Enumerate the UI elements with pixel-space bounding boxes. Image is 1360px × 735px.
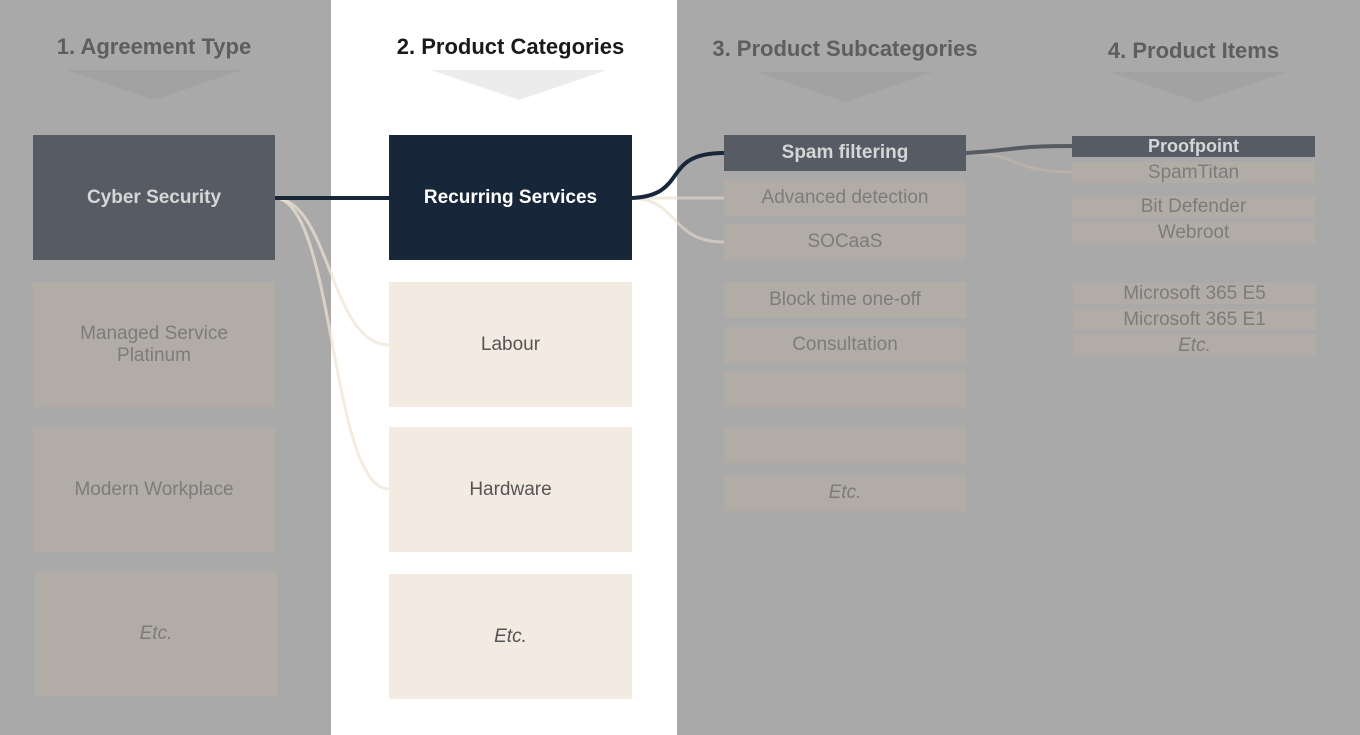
- item-proofpoint-label: Proofpoint: [1148, 136, 1239, 156]
- subcategory-advanced-detection[interactable]: Advanced detection: [724, 180, 966, 216]
- category-labour-label: Labour: [480, 333, 541, 355]
- subcategory-consultation-label: Consultation: [792, 334, 898, 355]
- heading-product-items: 4. Product Items: [1107, 38, 1280, 63]
- agreement-modern-workplace-label: Modern Workplace: [74, 478, 234, 500]
- category-recurring-services-label: Recurring Services: [423, 186, 598, 208]
- item-webroot-label: Webroot: [1157, 221, 1230, 243]
- arrow-product-categories: [431, 70, 607, 100]
- category-etc[interactable]: Etc.: [389, 574, 632, 699]
- category-labour[interactable]: Labour: [389, 282, 632, 407]
- item-bit-defender-label: Bit Defender: [1140, 195, 1247, 217]
- agreement-etc[interactable]: Etc.: [35, 571, 277, 696]
- arrow-agreement-type: [66, 70, 242, 100]
- subcategory-spam-filtering-label: Spam filtering: [781, 142, 909, 163]
- category-hardware-label: Hardware: [469, 478, 552, 500]
- connector-cyber-to-hardware: [274, 196, 390, 491]
- category-etc-label: Etc.: [494, 625, 527, 647]
- subcategory-empty-1[interactable]: [724, 371, 966, 407]
- subcategory-socaas[interactable]: SOCaaS: [724, 224, 966, 260]
- item-proofpoint[interactable]: Proofpoint: [1072, 136, 1315, 157]
- heading-product-subcategories: 3. Product Subcategories: [712, 36, 978, 61]
- arrow-product-subcategories: [757, 72, 933, 102]
- subcategory-block-time-label: Block time one-off: [769, 289, 921, 310]
- item-spamtitan[interactable]: SpamTitan: [1072, 162, 1315, 183]
- agreement-managed-service-platinum[interactable]: Managed Service Platinum: [33, 282, 275, 407]
- heading-product-categories: 2. Product Categories: [396, 34, 625, 59]
- item-etc-label: Etc.: [1178, 334, 1211, 356]
- item-microsoft-365-e1[interactable]: Microsoft 365 E1: [1073, 309, 1316, 330]
- agreement-cyber-security-label: Cyber Security: [86, 186, 222, 208]
- subcategory-empty-2[interactable]: [724, 427, 966, 463]
- connector-recurring-to-socaas: [631, 196, 725, 244]
- arrow-product-items: [1110, 72, 1286, 102]
- agreement-modern-workplace[interactable]: Modern Workplace: [33, 427, 275, 552]
- connector-spam-to-proofpoint: [965, 144, 1073, 155]
- connector-spam-to-spamtitan: [965, 151, 1073, 174]
- item-microsoft-365-e5[interactable]: Microsoft 365 E5: [1073, 283, 1316, 304]
- subcategory-consultation[interactable]: Consultation: [724, 327, 966, 363]
- connector-cyber-to-labour: [274, 196, 390, 347]
- item-microsoft-365-e1-label: Microsoft 365 E1: [1123, 308, 1266, 330]
- subcategory-advanced-detection-label: Advanced detection: [761, 187, 929, 208]
- agreement-etc-label: Etc.: [139, 622, 173, 644]
- subcategory-etc-label: Etc.: [828, 482, 862, 503]
- item-spamtitan-label: SpamTitan: [1147, 161, 1240, 183]
- subcategory-etc[interactable]: Etc.: [724, 475, 966, 511]
- heading-agreement-type: 1. Agreement Type: [56, 34, 252, 59]
- subcategory-socaas-label: SOCaaS: [807, 231, 883, 252]
- subcategory-block-time[interactable]: Block time one-off: [724, 282, 966, 318]
- agreement-managed-service-platinum-label: Managed Service Platinum: [80, 322, 228, 366]
- category-recurring-services[interactable]: Recurring Services: [389, 135, 632, 260]
- item-bit-defender[interactable]: Bit Defender: [1072, 196, 1315, 217]
- subcategory-spam-filtering[interactable]: Spam filtering: [724, 135, 966, 171]
- agreement-cyber-security[interactable]: Cyber Security: [33, 135, 275, 260]
- item-etc[interactable]: Etc.: [1073, 335, 1316, 356]
- item-webroot[interactable]: Webroot: [1072, 222, 1315, 243]
- connector-recurring-to-spam: [631, 151, 725, 200]
- category-hardware[interactable]: Hardware: [389, 427, 632, 552]
- item-microsoft-365-e5-label: Microsoft 365 E5: [1123, 282, 1266, 304]
